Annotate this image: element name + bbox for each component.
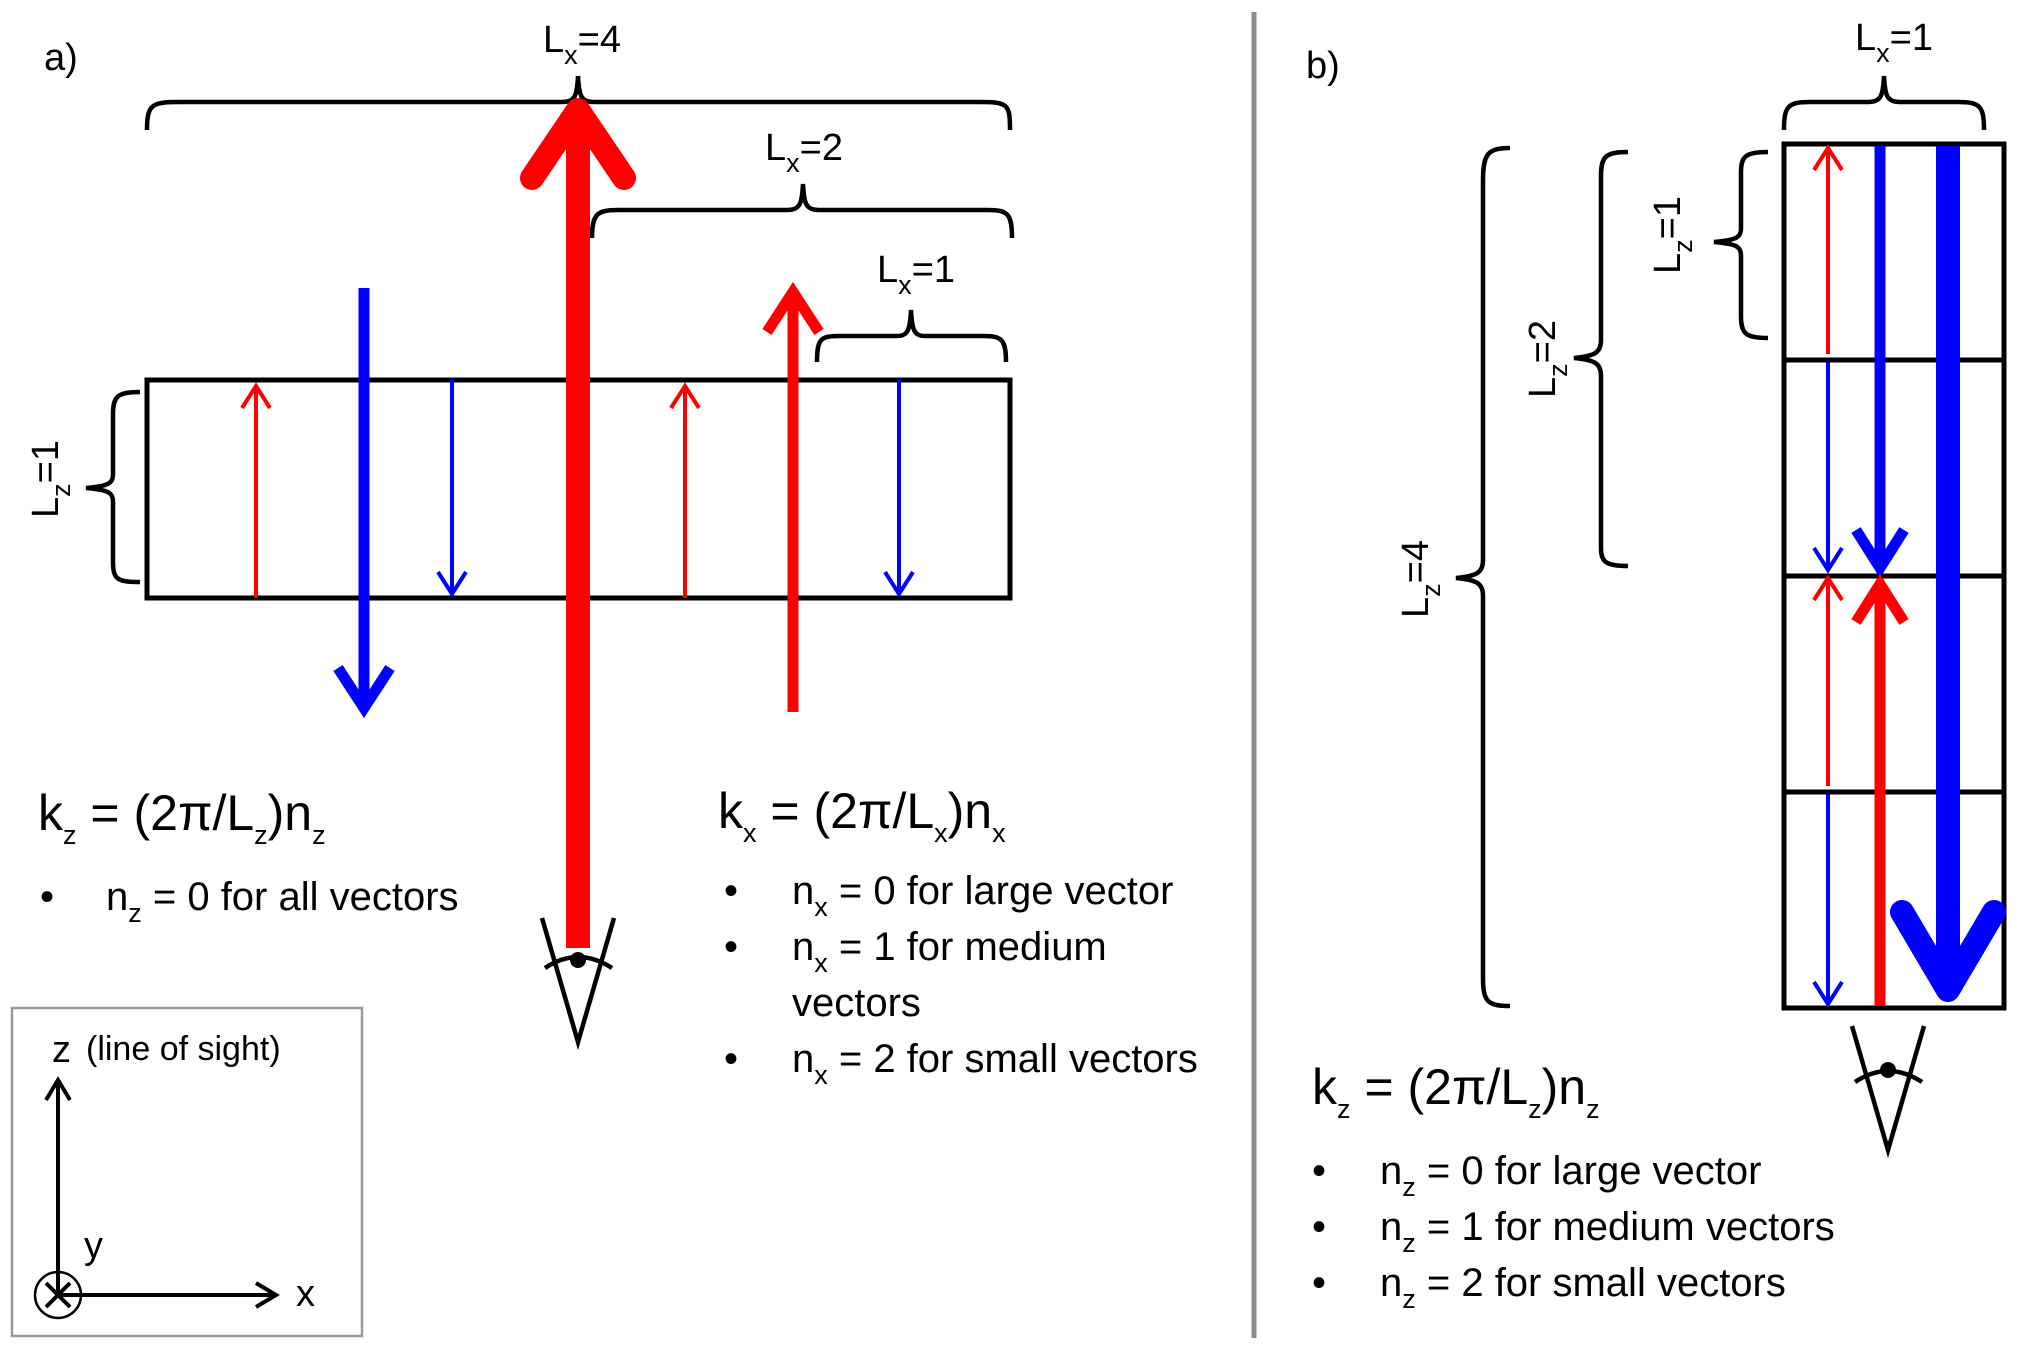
panel-b: b) Lx=1 Lz=1 Lz=2 Lz=4 (1306, 17, 2007, 1314)
panel-a: a) Lx=4 Lx=2 Lx=1 Lz=1 (10, 19, 1198, 1338)
small-blue-arrow-1-head (436, 570, 468, 598)
panel-b-label: b) (1306, 45, 1340, 87)
lx1-bracket (814, 309, 1009, 363)
panel-a-kx-bullet-2: •nx = 1 for medium (724, 925, 1107, 978)
lz1-bracket (85, 389, 141, 585)
b-lz4-bracket (1455, 145, 1511, 1009)
b-small-blue-arrow-1-head (1812, 546, 1844, 574)
b-lx1-bracket (1781, 75, 1987, 131)
large-red-arrow-head (520, 98, 636, 190)
small-red-arrow-1-head (240, 382, 272, 410)
panel-a-label: a) (44, 37, 78, 79)
medium-blue-arrow-head (333, 665, 395, 719)
eye-icon (539, 917, 617, 1051)
b-small-red-arrow-2-head (1812, 574, 1844, 602)
axes-legend: z (line of sight) y x (10, 1006, 364, 1338)
into-page-icon (33, 1270, 83, 1320)
b-medium-red-arrow-head (1851, 573, 1909, 625)
lx2-label: Lx=2 (765, 127, 843, 178)
small-blue-arrow-2-head (883, 570, 915, 598)
b-lz1-label: Lz=1 (1647, 196, 1698, 274)
medium-arrows (333, 281, 824, 719)
panel-b-kz-bullet-3: •nz = 2 for small vectors (1312, 1261, 1786, 1314)
panel-a-kz-equation: kz = (2π/Lz)nz (38, 785, 326, 850)
axis-z-label: z (52, 1029, 71, 1071)
column-grid (1781, 141, 2007, 1011)
small-red-arrow-2-head (669, 382, 701, 410)
eye-icon (1849, 1025, 1927, 1159)
b-small-arrows (1812, 144, 1844, 1008)
axis-z-note: (line of sight) (86, 1030, 281, 1068)
lx1-label: Lx=1 (877, 249, 955, 300)
panel-b-kz-equation: kz = (2π/Lz)nz (1312, 1059, 1600, 1124)
b-large-blue-arrow-head (1890, 900, 2006, 1002)
b-lx1-label: Lx=1 (1855, 17, 1933, 68)
panel-b-kz-bullet-1: •nz = 0 for large vector (1312, 1149, 1761, 1202)
b-small-blue-arrow-2-head (1812, 980, 1844, 1008)
b-lz1-bracket (1713, 149, 1769, 341)
axis-x-label: x (296, 1273, 315, 1315)
panel-a-kx-bullet-3: •nx = 2 for small vectors (724, 1037, 1198, 1090)
panel-a-kx-equation: kx = (2π/Lx)nx (718, 783, 1006, 848)
panel-b-kz-bullet-2: •nz = 1 for medium vectors (1312, 1205, 1835, 1258)
b-lz2-bracket (1573, 149, 1629, 569)
b-medium-blue-arrow-head (1851, 527, 1909, 579)
b-small-red-arrow-1-head (1812, 144, 1844, 172)
small-arrows (240, 380, 915, 598)
lx2-bracket (589, 183, 1015, 239)
axis-y-label: y (84, 1225, 103, 1267)
b-medium-arrows (1851, 146, 1909, 1006)
panel-a-kz-bullet-1: •nz = 0 for all vectors (40, 875, 459, 928)
panel-a-kx-bullet-2-cont: vectors (792, 981, 921, 1025)
medium-red-arrow-head (762, 281, 824, 335)
b-lz4-label: Lz=4 (1395, 540, 1446, 618)
lx4-label: Lx=4 (543, 19, 621, 70)
lx4-bracket (144, 75, 1013, 131)
panel-a-kx-bullet-1: •nx = 0 for large vector (724, 869, 1173, 922)
axes-box (10, 1006, 364, 1338)
lz1-label: Lz=1 (25, 440, 76, 518)
b-lz2-label: Lz=2 (1522, 320, 1573, 398)
